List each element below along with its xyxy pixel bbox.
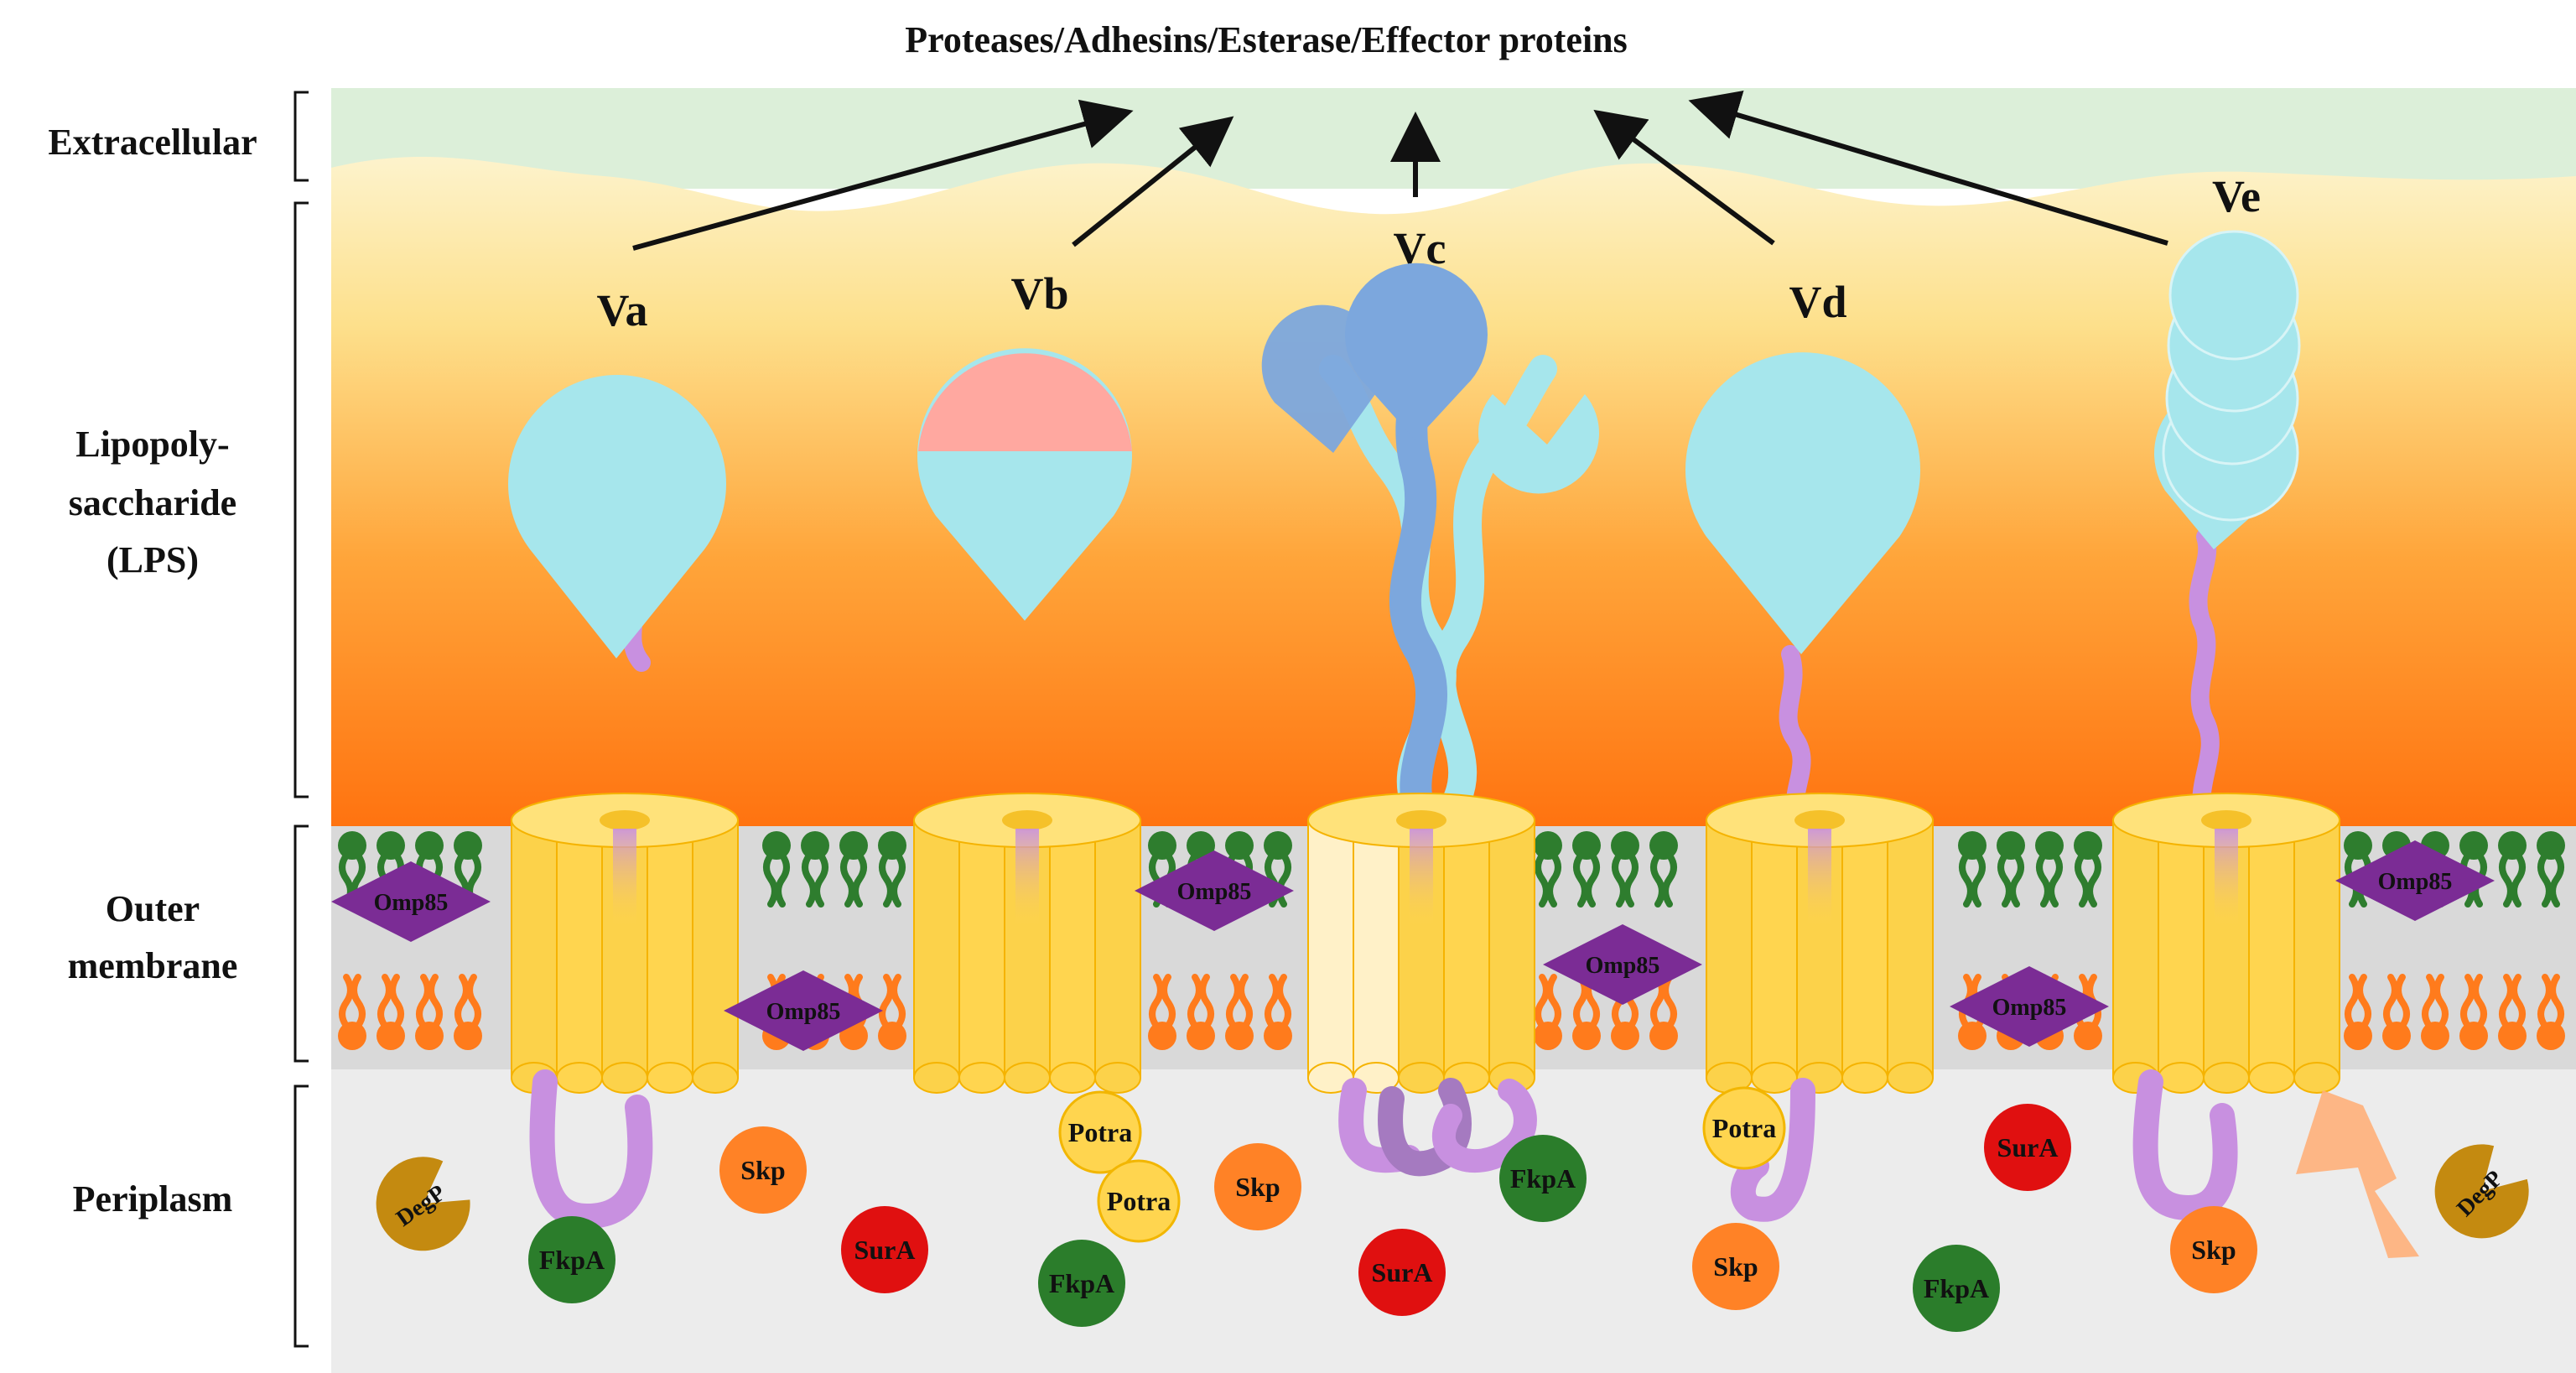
region-brackets (293, 91, 309, 1348)
extracellular-band (331, 88, 2576, 189)
skp-chaperone: Skp (1214, 1143, 1301, 1230)
label-om-2: membrane (68, 945, 238, 986)
omp85-protein: Omp85 (1135, 850, 1294, 931)
system-labels: Va Vb Vc Vd Ve (596, 171, 2261, 335)
va-barrel (511, 793, 739, 1094)
omp85-protein: Omp85 (2335, 840, 2495, 921)
skp-label: Skp (740, 1155, 785, 1185)
sura-label: SurA (854, 1235, 916, 1265)
label-om-1: Outer (106, 888, 200, 929)
ve-passenger (2154, 230, 2301, 840)
skp-chaperone: Skp (1692, 1223, 1779, 1310)
chaperones: SkpSkpSkpSkpSurASurASurAFkpAFkpAFkpAFkpA… (376, 1086, 2529, 1332)
potra-label: Potra (1712, 1113, 1776, 1143)
arrow-vb (1072, 116, 1234, 247)
label-lps-2: saccharide (69, 482, 236, 523)
label-periplasm: Periplasm (73, 1178, 233, 1220)
potra-chaperone: Potra (1702, 1086, 1786, 1170)
omp85-label: Omp85 (2378, 869, 2453, 895)
potra-chaperone: Potra (1097, 1159, 1181, 1243)
fkpa-chaperone: FkpA (528, 1216, 615, 1303)
sura-label: SurA (1997, 1132, 2059, 1162)
degp-protease: DegP (376, 1157, 470, 1251)
skp-label: Skp (1713, 1251, 1758, 1282)
skp-chaperone: Skp (2170, 1206, 2257, 1293)
sura-chaperone: SurA (1358, 1229, 1446, 1316)
ve-loop (2132, 1069, 2238, 1221)
diagram-title: Proteases/Adhesins/Esterase/Effector pro… (905, 19, 1628, 60)
omp85-label: Omp85 (374, 890, 449, 916)
omp85-protein: Omp85 (1950, 966, 2109, 1047)
omp85-protein: Omp85 (724, 970, 883, 1051)
va-passenger (507, 375, 726, 672)
fkpa-label: FkpA (539, 1245, 605, 1275)
vb-passenger (917, 348, 1132, 621)
vd-barrel (1706, 793, 1934, 1094)
omp85-label: Omp85 (1586, 953, 1660, 979)
skp-label: Skp (2191, 1235, 2236, 1265)
label-lps-1: Lipopoly- (75, 424, 229, 465)
label-extracellular: Extracellular (48, 122, 257, 163)
sura-chaperone: SurA (1984, 1104, 2071, 1191)
lightning-bolt (2296, 1090, 2419, 1258)
va-passenger-domain (507, 375, 726, 658)
label-lps-3: (LPS) (106, 539, 199, 580)
fkpa-label: FkpA (1924, 1273, 1989, 1303)
va-loop (529, 1069, 653, 1230)
fkpa-chaperone: FkpA (1038, 1240, 1125, 1327)
fkpa-label: FkpA (1049, 1268, 1114, 1298)
vd-passenger-domain (1685, 352, 1920, 654)
vb-barrel (913, 793, 1141, 1094)
vb-cap (918, 353, 1132, 451)
vc-loop-3 (1432, 1079, 1537, 1173)
lps-region (331, 157, 2576, 826)
system-label-ve: Ve (2212, 171, 2261, 221)
vc-barrel (1307, 793, 1535, 1094)
system-label-va: Va (596, 285, 647, 335)
system-label-vb: Vb (1010, 268, 1068, 319)
potra-label: Potra (1107, 1186, 1171, 1216)
sura-label: SurA (1372, 1257, 1433, 1287)
region-labels: Extracellular Lipopoly- saccharide (LPS)… (48, 122, 257, 1220)
omp85-protein: Omp85 (1543, 924, 1702, 1005)
skp-chaperone: Skp (719, 1126, 807, 1214)
arrow-ve (1688, 90, 2168, 246)
barrels (511, 793, 2340, 1094)
omp85-label: Omp85 (1992, 995, 2067, 1021)
potra-label: Potra (1068, 1117, 1132, 1147)
vc-passenger (1261, 263, 1599, 842)
ve-barrel (2112, 793, 2340, 1094)
fkpa-chaperone: FkpA (1499, 1135, 1587, 1222)
arrow-va (632, 99, 1134, 251)
system-label-vd: Vd (1789, 277, 1846, 327)
skp-label: Skp (1235, 1172, 1280, 1202)
fkpa-label: FkpA (1510, 1163, 1576, 1194)
omp85-protein: Omp85 (331, 861, 491, 942)
periplasmic-loops (529, 1069, 2238, 1230)
potra-chaperone: Potra (1058, 1090, 1142, 1174)
arrow-vd (1593, 109, 1775, 246)
sura-chaperone: SurA (841, 1206, 928, 1293)
omp85-label: Omp85 (1177, 879, 1252, 905)
secretion-arrows (632, 90, 2168, 251)
degp-protease: DegP (2434, 1144, 2529, 1239)
fkpa-chaperone: FkpA (1913, 1245, 2000, 1332)
omp85-label: Omp85 (766, 999, 841, 1025)
vd-loop (1730, 1078, 1815, 1222)
